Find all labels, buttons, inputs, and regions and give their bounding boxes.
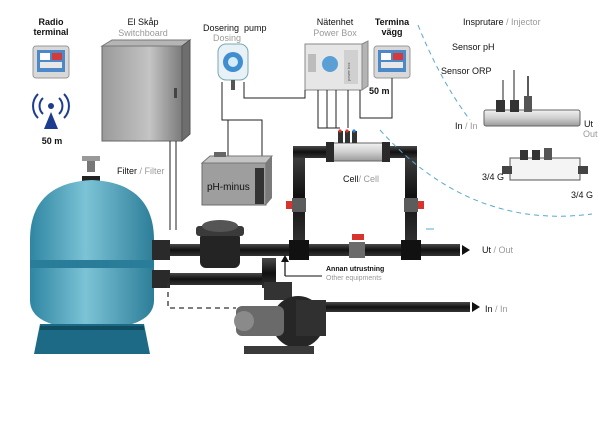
pipe-in-en: In: [500, 304, 508, 314]
wall-range-label: 50 m: [369, 86, 390, 96]
wall-terminal-icon: [373, 45, 411, 79]
radio-terminal-label-line1: Radio: [38, 17, 64, 27]
detail-fitting: [502, 148, 588, 181]
in-arrow-icon: [472, 302, 480, 312]
circulation-pump: [234, 282, 326, 354]
injector-label-en: Injector: [511, 17, 541, 27]
power-box-device-label: power box: [346, 63, 351, 81]
detail-in-en: In: [470, 121, 478, 131]
pipe-out-label: Ut / Out: [482, 245, 513, 255]
ph-minus-canister: [200, 152, 274, 206]
injector-label-sv: Insprutare: [463, 17, 504, 27]
wall-terminal-label-line1: Termina: [374, 17, 410, 27]
up-arrow-icon: [281, 255, 322, 277]
out-arrow-icon: [462, 245, 470, 255]
filter-tank: [30, 156, 154, 354]
pipe-out-en: Out: [498, 245, 514, 255]
detail-in-sep: /: [462, 121, 471, 131]
dosing-pump-icon: [217, 43, 249, 90]
dosing-pump-word: pump: [244, 23, 267, 33]
power-box-icon: power box: [304, 40, 369, 91]
detail-in-label: In / In: [455, 121, 478, 131]
switchboard-label-en: Switchboard: [118, 28, 168, 38]
detail-out-label-en: Out: [583, 129, 598, 139]
injector-label-sep: /: [503, 17, 512, 27]
switchboard-cabinet: [100, 39, 192, 143]
power-box-label-sv: Nätenhet: [316, 17, 354, 27]
dosing-pump-label-sv: Dosering pump: [203, 23, 267, 33]
radio-terminal-icon: [32, 45, 70, 79]
other-equipment-label-en: Other equipments: [326, 275, 382, 282]
filter-label-sep: /: [137, 166, 145, 176]
pipe-in-sv: In: [485, 304, 493, 314]
ph-minus-label: pH-minus: [207, 182, 250, 193]
valve-icons: [286, 198, 424, 258]
cell-label: Cell/ Cell: [343, 174, 379, 184]
thread-label-b: 3/4 G: [571, 190, 594, 200]
pipe-out-sv: Ut: [482, 245, 491, 255]
cell-label-sep: /: [358, 174, 364, 184]
signal-cables: [169, 78, 393, 230]
pipe-in-label: In / In: [485, 304, 508, 314]
wall-terminal-label-line2: vägg: [381, 27, 403, 37]
dosing-label-en: Dosing: [213, 33, 242, 43]
pipe-out-sep: /: [491, 245, 499, 255]
strainer-housing: [196, 220, 244, 268]
cell-label-sv: Cell: [343, 174, 359, 184]
detail-in-sv: In: [455, 121, 463, 131]
electrolysis-cell: [326, 129, 390, 162]
filter-label: Filter / Filter: [117, 166, 165, 176]
pipe-in-sep: /: [492, 304, 501, 314]
antenna-icon: [32, 93, 70, 129]
radio-range-label: 50 m: [41, 136, 63, 146]
other-equipment-label-sv: Annan utrustning: [326, 266, 385, 273]
filter-label-sv: Filter: [117, 166, 137, 176]
filter-label-en: Filter: [144, 166, 165, 176]
dashed-connections: [167, 24, 593, 309]
radio-terminal-label-line2: terminal: [33, 27, 69, 37]
injector-label: Insprutare / Injector: [463, 17, 541, 27]
switchboard-label-sv: El Skåp: [127, 17, 159, 27]
thread-label-a: 3/4 G: [482, 172, 505, 182]
power-box-label-en: Power Box: [313, 28, 357, 38]
detail-out-label-sv: Ut: [584, 119, 593, 129]
sensor-orp-label: Sensor ORP: [441, 66, 492, 76]
cell-label-en: Cell: [363, 174, 380, 184]
detail-pipe-assembly: [483, 70, 581, 127]
dosing-label-sv: Dosering: [203, 23, 240, 33]
sensor-ph-label: Sensor pH: [452, 42, 495, 52]
